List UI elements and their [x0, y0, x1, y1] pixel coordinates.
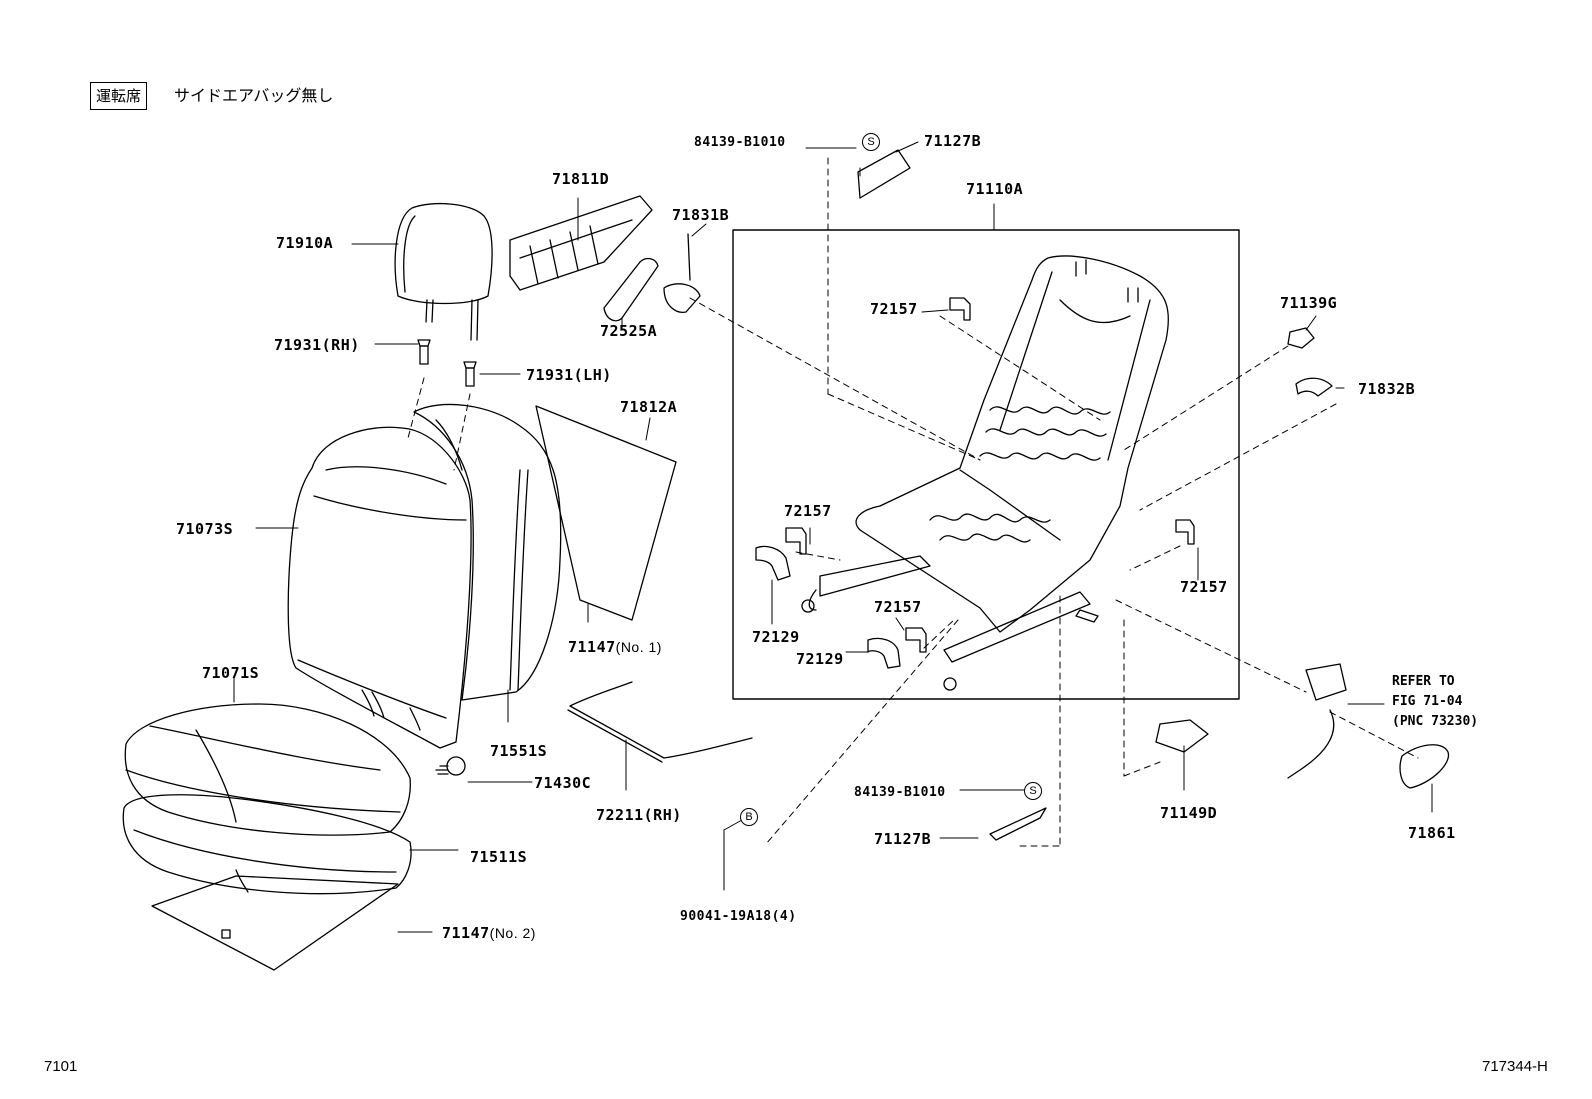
marker-b: B [740, 808, 758, 826]
part-label-71139g[interactable]: 71139G [1280, 294, 1338, 312]
wire-rod [569, 681, 753, 759]
part-label-71811d[interactable]: 71811D [552, 170, 610, 188]
headrest-supports [417, 339, 477, 387]
part-label-71931lh[interactable]: 71931(LH) [526, 366, 612, 384]
bracket-parts [755, 149, 1449, 841]
dashed-lines [407, 157, 1419, 847]
refer-line-3: (PNC 73230) [1392, 714, 1479, 729]
seat-frame [801, 255, 1169, 691]
part-label-71831b[interactable]: 71831B [672, 206, 730, 224]
seatback-cover [287, 426, 472, 749]
part-label-71127b-bottom[interactable]: 71127B [874, 830, 932, 848]
frame-assembly-box [732, 229, 1240, 700]
headrest-shape [394, 202, 493, 341]
part-label-71071s[interactable]: 71071S [202, 664, 260, 682]
part-label-71832b[interactable]: 71832B [1358, 380, 1416, 398]
hook-part [435, 756, 466, 776]
part-label-90041[interactable]: 90041-19A18(4) [680, 909, 797, 924]
part-label-71861[interactable]: 71861 [1408, 824, 1456, 842]
refer-line-1: REFER TO [1392, 674, 1455, 689]
seatback-pad [413, 403, 562, 701]
part-variant: (No. 1) [615, 639, 662, 655]
part-label-71511s[interactable]: 71511S [470, 848, 528, 866]
footer-page-code: 7101 [44, 1058, 78, 1075]
part-label-71073s[interactable]: 71073S [176, 520, 234, 538]
part-label-72525a[interactable]: 72525A [600, 322, 658, 340]
part-number: 71147 [442, 924, 490, 942]
part-variant: (No. 2) [489, 925, 536, 941]
part-label-72129-a[interactable]: 72129 [752, 628, 800, 646]
part-label-72129-b[interactable]: 72129 [796, 650, 844, 668]
cushion-board [151, 875, 399, 971]
marker-s-top: S [862, 133, 880, 151]
part-label-71430c[interactable]: 71430C [534, 774, 592, 792]
part-label-84139-top[interactable]: 84139-B1010 [694, 135, 786, 150]
part-label-72157-d[interactable]: 72157 [874, 598, 922, 616]
part-label-71110a[interactable]: 71110A [966, 180, 1024, 198]
part-label-72157-c[interactable]: 72157 [1180, 578, 1228, 596]
seat-cushion-cover [124, 703, 411, 836]
part-label-72211rh[interactable]: 72211(RH) [596, 806, 682, 824]
part-label-71147-no1[interactable]: 71147(No. 1) [568, 640, 662, 655]
recliner-cover [663, 283, 701, 313]
part-label-71931rh[interactable]: 71931(RH) [274, 336, 360, 354]
part-label-71149d[interactable]: 71149D [1160, 804, 1218, 822]
marker-s-bottom: S [1024, 782, 1042, 800]
footer-illustration-id: 717344-H [1482, 1058, 1548, 1075]
part-label-71551s[interactable]: 71551S [490, 742, 548, 760]
seat-cushion-pad [122, 794, 412, 895]
part-label-71910a[interactable]: 71910A [276, 234, 334, 252]
refer-line-2: FIG 71-04 [1392, 694, 1463, 709]
seat-position-box: 運転席 [90, 82, 148, 110]
recliner-lever [603, 257, 659, 322]
part-label-71127b-top[interactable]: 71127B [924, 132, 982, 150]
back-board [535, 405, 677, 621]
part-label-72157-a[interactable]: 72157 [870, 300, 918, 318]
part-number: 71147 [568, 638, 616, 656]
part-label-71147-no2[interactable]: 71147(No. 2) [442, 926, 536, 941]
refer-note[interactable]: REFER TO FIG 71-04 (PNC 73230) [1392, 672, 1478, 732]
condition-text: サイドエアバッグ無し [174, 86, 334, 105]
part-label-72157-b[interactable]: 72157 [784, 502, 832, 520]
leader-lines [233, 141, 1433, 933]
part-label-84139-bottom[interactable]: 84139-B1010 [854, 785, 946, 800]
back-trim [509, 195, 653, 291]
part-label-71812a[interactable]: 71812A [620, 398, 678, 416]
